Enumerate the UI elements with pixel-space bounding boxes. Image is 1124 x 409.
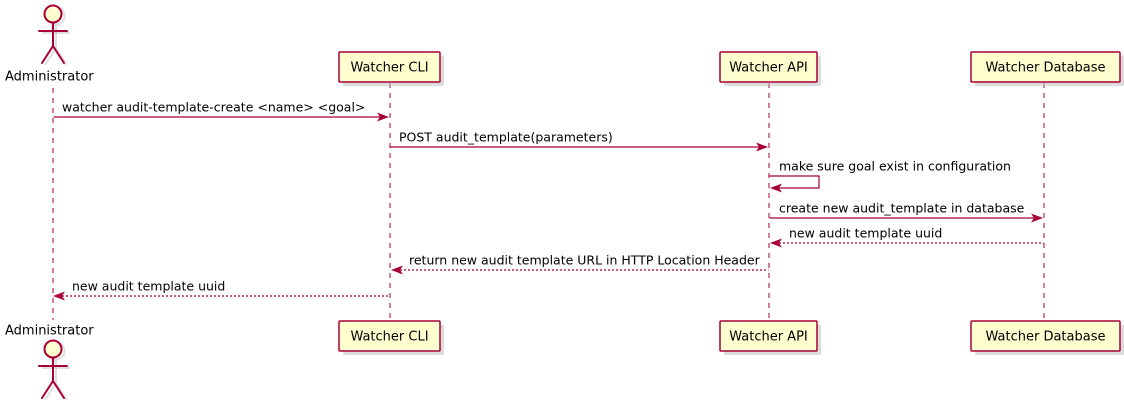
participant-label-watcher-api-bottom: Watcher API xyxy=(729,330,808,345)
message-label-1: watcher audit-template-create <name> <go… xyxy=(62,100,365,115)
message-label-4: create new audit_template in database xyxy=(779,201,1025,216)
lifelines xyxy=(52,83,1045,321)
message-5: new audit template uuid xyxy=(770,226,1044,248)
message-2: POST audit_template(parameters) xyxy=(390,130,768,152)
participant-label-watcher-cli-top: Watcher CLI xyxy=(350,61,428,76)
message-label-5: new audit template uuid xyxy=(789,226,942,241)
actor-label-administrator-top: Administrator xyxy=(5,70,94,85)
participant-label-watcher-cli-bottom: Watcher CLI xyxy=(350,330,428,345)
message-label-6: return new audit template URL in HTTP Lo… xyxy=(409,253,761,268)
message-arrowhead-3 xyxy=(770,183,782,193)
message-4: create new audit_template in database xyxy=(769,201,1043,223)
message-arrowhead-5 xyxy=(770,238,782,248)
actor-leg-left xyxy=(41,380,54,399)
participant-watcher-database-bottom[interactable]: Watcher Database xyxy=(970,320,1124,355)
message-arrowhead-4 xyxy=(1031,213,1043,223)
participant-watcher-api-bottom[interactable]: Watcher API xyxy=(719,320,821,355)
actor-leg-right xyxy=(52,380,65,399)
participant-watcher-cli-bottom[interactable]: Watcher CLI xyxy=(338,320,444,355)
participant-watcher-api-top[interactable]: Watcher API xyxy=(719,51,821,86)
message-arrowhead-2 xyxy=(756,142,768,152)
message-arrowhead-1 xyxy=(377,112,389,122)
participant-box[interactable] xyxy=(338,51,441,83)
participant-box[interactable] xyxy=(338,320,441,352)
participant-box[interactable] xyxy=(719,320,818,352)
actor-leg-right xyxy=(52,45,65,64)
actor-leg-left xyxy=(41,45,54,64)
participant-box[interactable] xyxy=(719,51,818,83)
participant-box[interactable] xyxy=(970,320,1121,352)
participant-box[interactable] xyxy=(970,51,1121,83)
message-label-7: new audit template uuid xyxy=(72,279,225,294)
message-arrowhead-7 xyxy=(53,291,65,301)
message-1: watcher audit-template-create <name> <go… xyxy=(53,100,389,122)
participant-label-watcher-database-top: Watcher Database xyxy=(986,61,1106,76)
message-3-self: make sure goal exist in configuration xyxy=(769,159,1011,193)
message-arrowhead-6 xyxy=(391,265,403,275)
message-label-2: POST audit_template(parameters) xyxy=(399,130,613,145)
message-line-3-self xyxy=(769,175,820,189)
participant-label-watcher-database-bottom: Watcher Database xyxy=(986,330,1106,345)
actor-label-administrator-bottom: Administrator xyxy=(5,324,94,339)
message-label-3: make sure goal exist in configuration xyxy=(779,159,1011,174)
message-6: return new audit template URL in HTTP Lo… xyxy=(391,253,769,275)
actor-administrator-bottom[interactable]: Administrator xyxy=(5,324,94,401)
participant-watcher-database-top[interactable]: Watcher Database xyxy=(970,51,1124,86)
participant-watcher-cli-top[interactable]: Watcher CLI xyxy=(338,51,444,86)
actor-administrator-top[interactable]: Administrator xyxy=(5,4,94,85)
actor-head-icon xyxy=(43,339,63,359)
participant-label-watcher-api-top: Watcher API xyxy=(729,61,808,76)
actor-head-icon xyxy=(43,4,63,24)
message-7: new audit template uuid xyxy=(53,279,390,301)
